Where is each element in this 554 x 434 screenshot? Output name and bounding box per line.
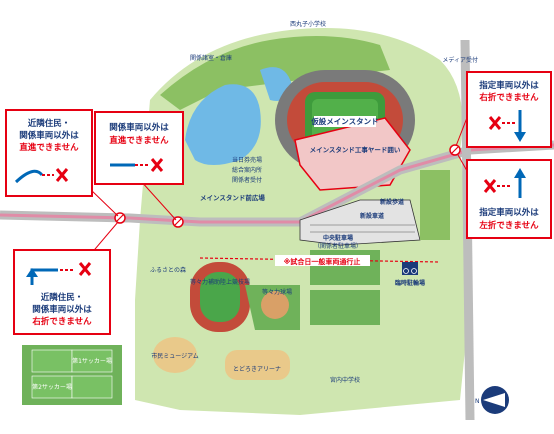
label-fureai: ふるさとの森 bbox=[150, 266, 186, 274]
label-school-south: 宮内中学校 bbox=[330, 376, 360, 384]
leader-2 bbox=[139, 179, 177, 221]
label-museum: 市民ミュージアム bbox=[151, 352, 198, 360]
compass-label: N bbox=[475, 398, 480, 405]
compass-icon: N bbox=[475, 386, 509, 414]
callout-c1: 近隣住民・ 関係車両以外は 直進できません bbox=[5, 109, 93, 197]
label-daiichi-field: 等々力補助陸上競技場 bbox=[190, 278, 250, 286]
label-temp-stand: 仮設メインスタンド bbox=[310, 116, 378, 126]
c5-line1: 指定車両以外は bbox=[479, 207, 539, 218]
c1-line2: 関係車両以外は bbox=[19, 130, 79, 141]
c3-line1: 近隣住民・ bbox=[41, 292, 84, 303]
label-staff: 関係者受付 bbox=[232, 176, 262, 184]
arena bbox=[225, 350, 290, 380]
c3-arrow-icon bbox=[26, 262, 92, 285]
label-no-traffic: ※試合日一般車両通行止 bbox=[284, 257, 361, 266]
callout-c2: 関係車両以外は 直進できません bbox=[94, 111, 184, 185]
label-baseball: 等々力球場 bbox=[262, 288, 292, 296]
label-new-path1: 新設歩道 bbox=[380, 198, 404, 206]
temp-stand-bg bbox=[314, 116, 376, 127]
label-second-soccer: 第2サッカー場 bbox=[32, 383, 72, 391]
callout-c5: 指定車両以外は 左折できません bbox=[466, 159, 552, 239]
label-media: メディア受付 bbox=[442, 56, 478, 64]
c1-arrow-icon bbox=[14, 168, 69, 184]
c2-line1: 関係車両以外は bbox=[109, 122, 169, 133]
c3-line3: 右折できません bbox=[31, 316, 92, 327]
label-kankei: 関係諸室・倉庫 bbox=[190, 54, 232, 62]
field-east-2 bbox=[310, 290, 380, 325]
c2-arrow-icon bbox=[110, 158, 164, 172]
label-bike-parking: 臨時駐輪場 bbox=[395, 279, 425, 287]
label-central-parking: 中央駐車場 bbox=[323, 234, 353, 242]
no-entry-marker-1 bbox=[114, 212, 126, 224]
callout-c4: 指定車両以外は 右折できません bbox=[466, 71, 552, 148]
c5-line2: 左折できません bbox=[478, 220, 539, 231]
c1-line3: 直進できません bbox=[19, 142, 79, 153]
label-arena: とどろきアリーナ bbox=[233, 365, 281, 373]
label-new-path2: 新設車道 bbox=[360, 212, 384, 220]
museum bbox=[153, 337, 197, 373]
no-entry-marker-3 bbox=[449, 144, 461, 156]
label-plaza: メインスタンド前広場 bbox=[200, 193, 265, 202]
label-central-parking-sub: （関係者駐車場） bbox=[314, 242, 362, 250]
label-school-north: 西丸子小学校 bbox=[290, 20, 326, 28]
subsidiary-track bbox=[190, 262, 250, 332]
c4-arrow-icon bbox=[488, 110, 526, 142]
field-ne bbox=[420, 170, 450, 240]
label-construction: メインスタンド工事ヤード囲い bbox=[310, 145, 401, 154]
c4-line2: 右折できません bbox=[478, 92, 539, 103]
c3-line2: 関係車両以外は bbox=[32, 304, 92, 315]
c2-line2: 直進できません bbox=[109, 135, 169, 146]
baseball-field bbox=[245, 285, 300, 330]
pond bbox=[185, 84, 261, 165]
label-first-soccer: 第1サッカー場 bbox=[72, 357, 112, 365]
callout-c3: 近隣住民・ 関係車両以外は 右折できません bbox=[13, 249, 111, 335]
soccer-fields bbox=[22, 345, 122, 405]
bike-icon bbox=[402, 262, 418, 275]
no-traffic-bg bbox=[275, 255, 370, 266]
c5-arrow-icon bbox=[483, 168, 526, 198]
label-info: 総合案内所 bbox=[232, 166, 262, 174]
c4-line1: 指定車両以外は bbox=[479, 80, 539, 91]
label-ticket: 当日券売場 bbox=[232, 156, 262, 164]
c1-line1: 近隣住民・ bbox=[28, 118, 71, 129]
construction-yard bbox=[294, 117, 411, 191]
